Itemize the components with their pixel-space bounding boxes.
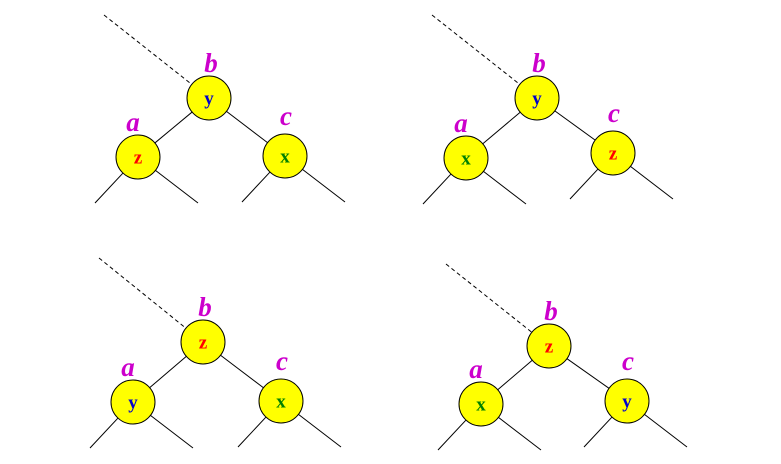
node-circle [514,75,560,121]
tree-1: y z x b a c [94,14,346,204]
parent-edge [445,263,533,333]
node-circle [590,130,636,176]
node-left: z [115,134,161,180]
node-circle [115,134,161,180]
subtree-edge-right-left [583,416,613,448]
node-label: y [128,393,138,414]
subtree-edge-left-right [155,169,199,204]
tree-2: y x z b a c [422,14,674,205]
node-label: x [276,392,286,413]
edge-top-left [482,111,521,145]
edge-top-right [566,358,610,389]
subtree-edge-right-right [630,165,674,200]
node-circle [604,378,650,424]
node-circle [458,381,504,427]
edge-top-left [497,359,533,391]
node-top: z [526,323,572,369]
parent-edge [98,257,187,329]
subtree-edge-left-left [422,173,452,205]
subtree-edge-right-right [298,413,342,448]
node-label: x [476,395,486,416]
position-top: b [532,48,546,78]
node-top: y [186,75,232,121]
subtree-edge-right-left [241,171,271,203]
node-label: y [532,89,542,110]
node-label: z [199,333,208,354]
edge-top-right [554,110,596,141]
subtree-edge-right-left [237,416,267,448]
position-right: c [608,98,620,128]
position-left: a [454,108,468,138]
subtree-edge-left-right [150,414,194,449]
parent-edge [431,14,521,85]
node-circle [110,379,156,425]
node-label: z [609,144,618,165]
subtree-edge-left-right [483,170,527,205]
node-top: y [514,75,560,121]
subtree-edge-right-right [302,168,346,203]
position-top: b [544,296,558,326]
position-left: a [121,352,135,382]
node-circle [186,75,232,121]
position-right: c [276,346,288,376]
subtree-edge-left-right [498,416,542,451]
position-top: b [204,48,218,78]
position-right: c [280,101,292,131]
node-right: x [258,378,304,424]
position-left: a [126,107,140,137]
node-label: x [461,149,471,170]
position-right: c [622,346,634,376]
subtree-edge-left-left [437,419,467,451]
node-label: z [545,337,554,358]
edge-top-left [149,355,187,389]
node-circle [526,323,572,369]
edge-top-left [154,111,193,144]
node-left: x [458,381,504,427]
node-label: y [622,392,632,413]
node-circle [258,378,304,424]
position-top: b [198,292,212,322]
node-label: x [280,147,290,168]
node-label: y [204,89,214,110]
node-circle [443,135,489,181]
node-left: x [443,135,489,181]
node-right: x [262,133,308,179]
subtree-edge-left-left [89,417,119,449]
edge-top-right [220,354,264,389]
node-circle [262,133,308,179]
node-top: z [180,319,226,365]
tree-4: z x y b a c [437,263,688,451]
parent-edge [103,14,193,85]
node-right: z [590,130,636,176]
subtree-edge-right-right [644,413,688,448]
tree-3: z y x b a c [89,257,342,449]
subtree-edge-left-left [94,172,124,204]
node-circle [180,319,226,365]
node-label: z [134,148,143,169]
subtree-edge-right-left [569,168,599,200]
position-left: a [469,354,483,384]
node-left: y [110,379,156,425]
node-right: y [604,378,650,424]
edge-top-right [226,110,268,144]
